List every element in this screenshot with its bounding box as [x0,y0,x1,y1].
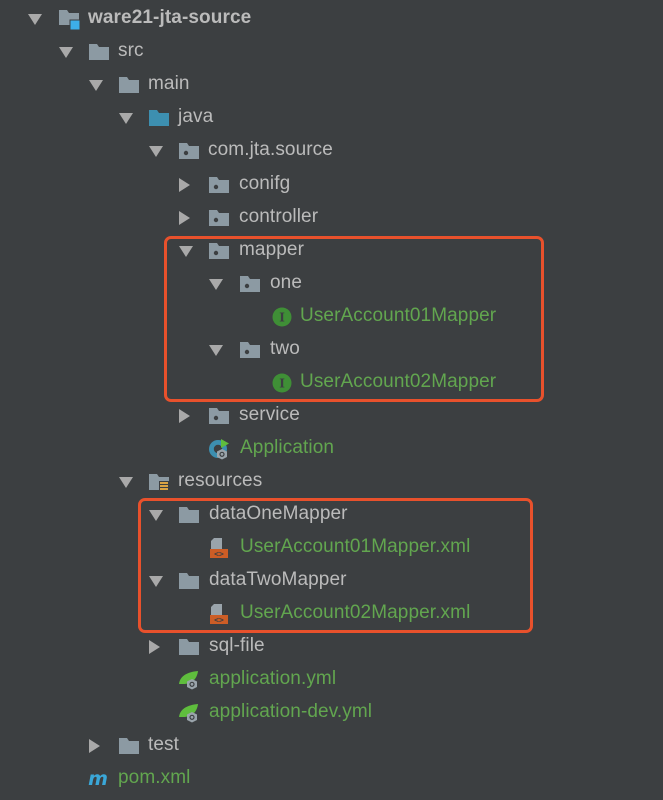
tree-node-test[interactable]: test [0,729,663,762]
tree-node-resources[interactable]: resources [0,465,663,498]
tree-node-label: UserAccount01Mapper.xml [240,536,471,557]
expand-arrow-right-icon[interactable] [176,408,192,424]
tree-node-datatwomapper[interactable]: dataTwoMapper [0,564,663,597]
spring-yml-icon [178,669,200,691]
maven-icon [87,768,109,790]
folder-icon [118,735,140,757]
tree-node-two[interactable]: two [0,333,663,366]
expand-arrow-down-icon[interactable] [148,507,164,523]
tree-node-label: src [118,40,144,61]
package-icon [208,240,230,262]
tree-node-label: test [148,734,180,755]
tree-node-label: conifg [239,173,291,194]
tree-node-label: UserAccount02Mapper.xml [240,602,471,623]
interface-icon [271,372,293,394]
tree-node-label: mapper [239,239,305,260]
resources-folder-icon [148,471,170,493]
expand-arrow-right-icon[interactable] [176,210,192,226]
tree-node-useraccount01mapper-xml[interactable]: UserAccount01Mapper.xml [0,531,663,564]
tree-node-sql-file[interactable]: sql-file [0,630,663,663]
expand-arrow-down-icon[interactable] [208,342,224,358]
tree-node-label: ware21-jta-source [88,7,252,28]
tree-node-label: service [239,404,300,425]
package-icon [208,207,230,229]
tree-node-label: com.jta.source [208,139,333,160]
package-icon [208,174,230,196]
tree-node-label: Application [240,437,335,458]
expand-arrow-down-icon[interactable] [148,573,164,589]
tree-node-useraccount01mapper[interactable]: UserAccount01Mapper [0,300,663,333]
module-icon [58,8,80,30]
expand-arrow-down-icon[interactable] [88,77,104,93]
tree-node-dataonemapper[interactable]: dataOneMapper [0,498,663,531]
folder-icon [178,504,200,526]
tree-node-main[interactable]: main [0,68,663,101]
expand-arrow-down-icon[interactable] [27,11,43,27]
tree-node-com-jta-source[interactable]: com.jta.source [0,134,663,167]
source-folder-icon [148,107,170,129]
tree-node-application-yml[interactable]: application.yml [0,663,663,696]
expand-arrow-right-icon[interactable] [86,738,102,754]
tree-node-one[interactable]: one [0,267,663,300]
tree-node-mapper[interactable]: mapper [0,234,663,267]
package-icon [208,405,230,427]
package-icon [239,273,261,295]
interface-icon [271,306,293,328]
expand-arrow-down-icon[interactable] [118,474,134,490]
expand-arrow-right-icon[interactable] [146,639,162,655]
tree-node-label: controller [239,206,319,227]
tree-node-label: one [270,272,303,293]
tree-node-application-dev-yml[interactable]: application-dev.yml [0,696,663,729]
tree-node-label: two [270,338,300,359]
spring-boot-class-icon [208,438,230,460]
tree-node-label: sql-file [209,635,265,656]
tree-node-label: dataTwoMapper [209,569,347,590]
package-icon [178,140,200,162]
expand-arrow-down-icon[interactable] [178,243,194,259]
tree-node-pom-xml[interactable]: pom.xml [0,762,663,795]
tree-node-java[interactable]: java [0,101,663,134]
xml-file-icon [208,603,230,625]
expand-arrow-down-icon[interactable] [118,110,134,126]
folder-icon [118,74,140,96]
tree-node-src[interactable]: src [0,35,663,68]
expand-arrow-down-icon[interactable] [58,44,74,60]
tree-node-label: java [178,106,214,127]
tree-node-label: main [148,73,190,94]
tree-node-module-root[interactable]: ware21-jta-source [0,2,663,35]
tree-node-useraccount02mapper-xml[interactable]: UserAccount02Mapper.xml [0,597,663,630]
tree-node-label: pom.xml [118,767,191,788]
tree-node-controller[interactable]: controller [0,201,663,234]
folder-icon [178,570,200,592]
tree-node-label: resources [178,470,263,491]
tree-node-label: application.yml [209,668,337,689]
spring-yml-icon [178,702,200,724]
tree-node-useraccount02mapper[interactable]: UserAccount02Mapper [0,366,663,399]
xml-file-icon [208,537,230,559]
folder-icon [178,636,200,658]
folder-icon [88,41,110,63]
package-icon [239,339,261,361]
expand-arrow-right-icon[interactable] [176,177,192,193]
tree-node-application-class[interactable]: Application [0,432,663,465]
tree-node-label: UserAccount02Mapper [300,371,497,392]
tree-node-label: application-dev.yml [209,701,373,722]
tree-node-label: UserAccount01Mapper [300,305,497,326]
expand-arrow-down-icon[interactable] [148,143,164,159]
tree-node-label: dataOneMapper [209,503,348,524]
tree-node-conifg[interactable]: conifg [0,168,663,201]
tree-node-service[interactable]: service [0,399,663,432]
expand-arrow-down-icon[interactable] [208,276,224,292]
